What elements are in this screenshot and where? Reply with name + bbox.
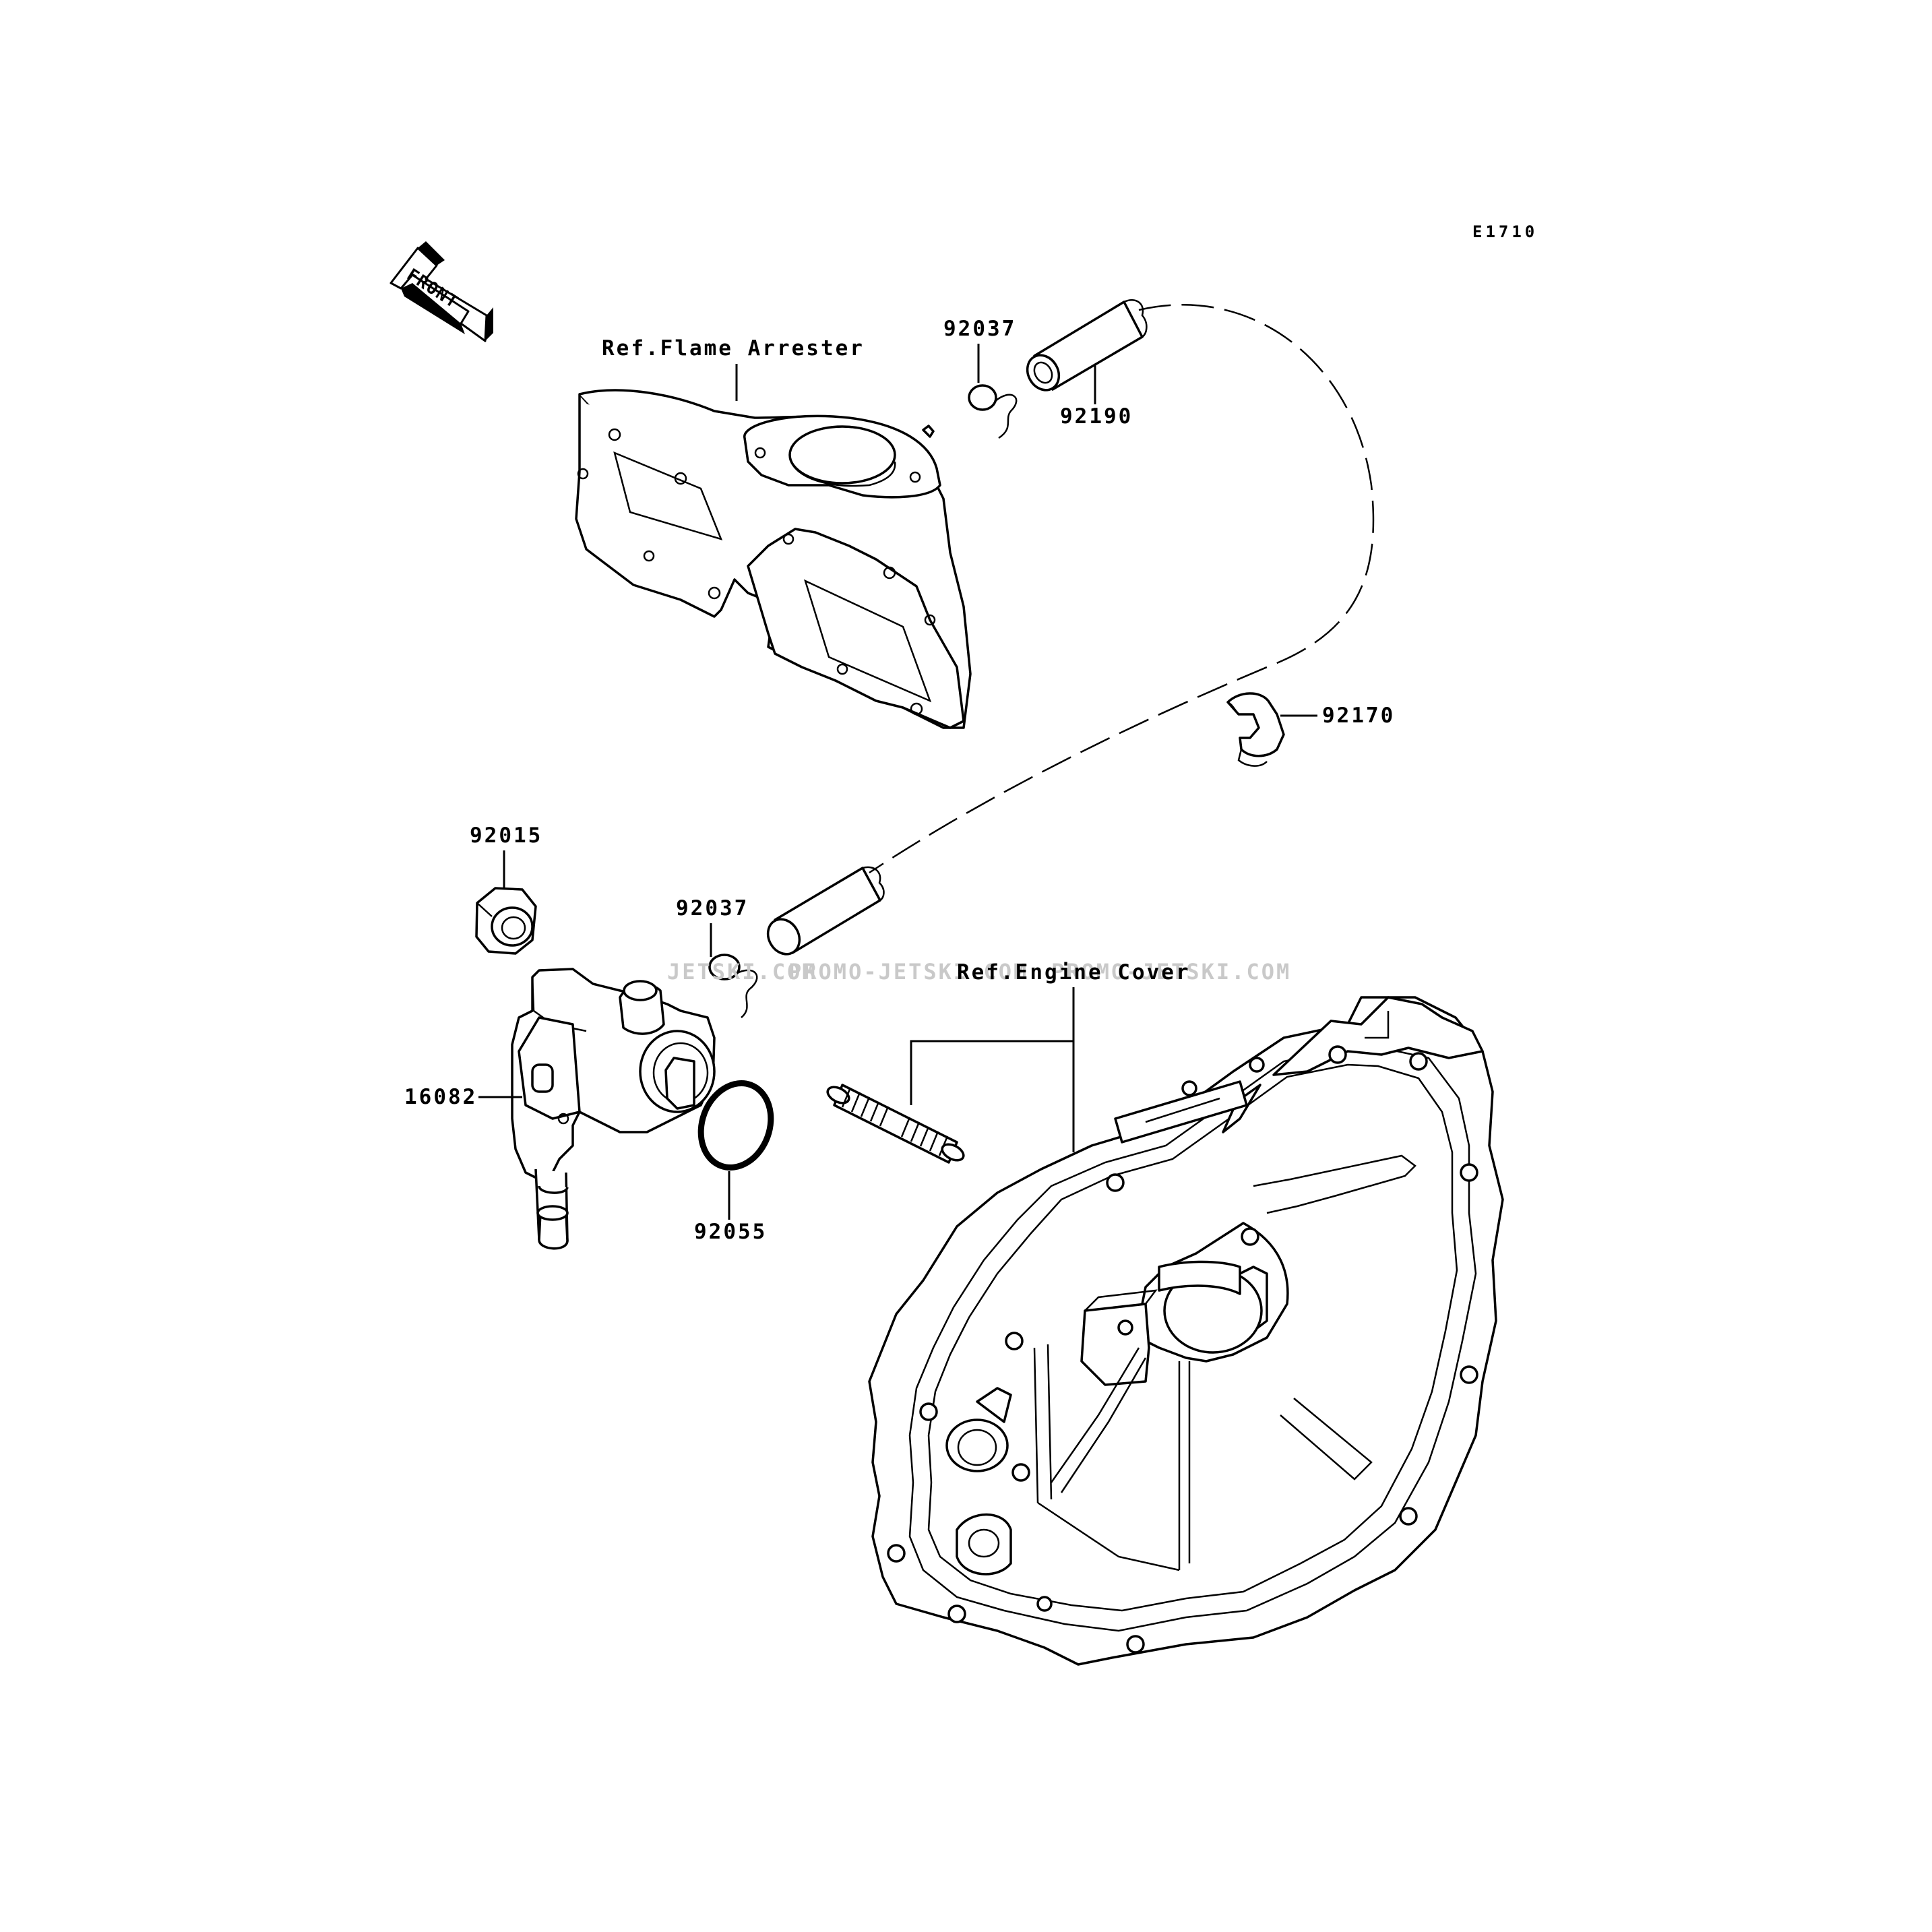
nut-92015 <box>475 887 537 955</box>
hose-routing-dashed <box>869 304 1375 874</box>
stud-bolt <box>826 1084 965 1164</box>
part-number-92170: 92170 <box>1322 704 1395 728</box>
flame-arrester-manifold <box>575 389 972 729</box>
ref-engine-cover-label: Ref.Engine Cover <box>957 960 1191 985</box>
part-number-92037-lower: 92037 <box>676 896 749 921</box>
watermark-right: PROMO-JETSKI.COM <box>1051 959 1291 985</box>
clip-92037-upper <box>968 384 1018 439</box>
o-ring-92055 <box>697 1080 774 1171</box>
ref-flame-arrester-label: Ref.Flame Arrester <box>602 336 865 361</box>
watermark-left: JETSKI.COM <box>667 959 817 985</box>
watermark-mid: PROMO-JETSKI.COM <box>788 959 1028 985</box>
clamp-92170 <box>1226 692 1285 767</box>
clip-92037-lower <box>708 954 758 1018</box>
part-number-92015: 92015 <box>470 823 542 848</box>
diagram-code: E1710 <box>1472 222 1538 241</box>
part-number-92190: 92190 <box>1060 404 1133 429</box>
hose-lower <box>766 866 885 956</box>
fuel-cock-16082 <box>511 968 716 1250</box>
part-number-92055: 92055 <box>694 1220 767 1244</box>
part-number-92037-upper: 92037 <box>943 317 1016 341</box>
engine-cover-leader <box>910 987 1075 1152</box>
part-number-16082: 16082 <box>404 1085 477 1109</box>
engine-cover <box>868 996 1504 1666</box>
hose-92190-upper <box>1026 299 1148 392</box>
front-arrow-icon: FRONT <box>389 241 493 342</box>
